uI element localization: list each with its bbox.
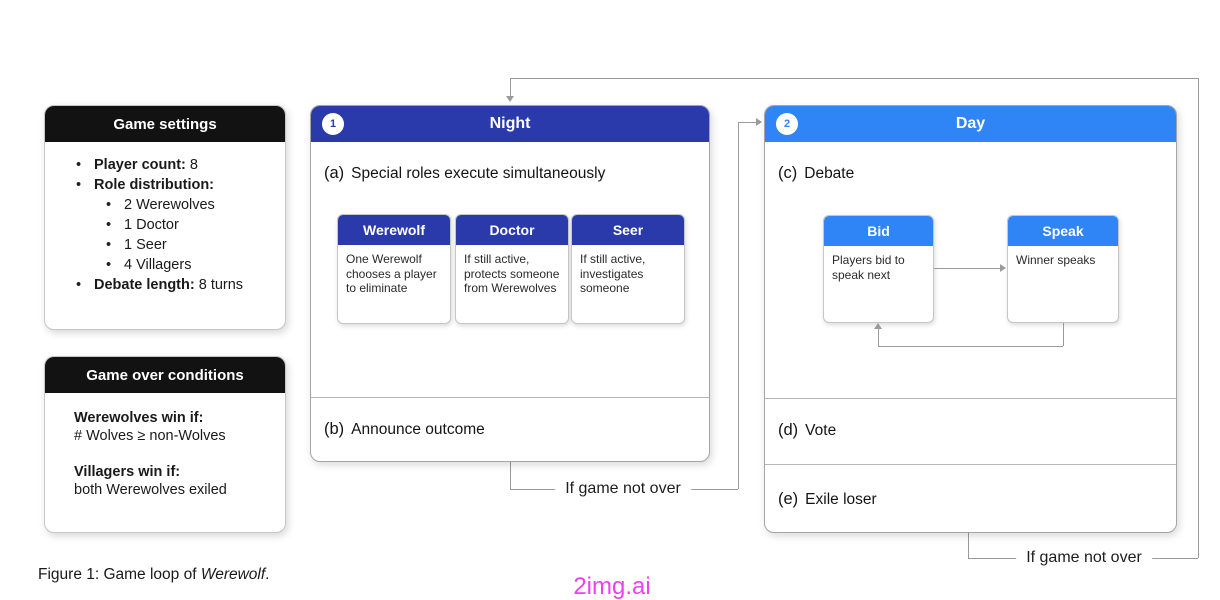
day-section-divider-1 xyxy=(765,398,1176,399)
night-panel: 1 Night (a)Special roles execute simulta… xyxy=(310,105,710,462)
step-e-label: (e)Exile loser xyxy=(778,490,877,508)
step-d-label: (d)Vote xyxy=(778,421,837,439)
doctor-card-title: Doctor xyxy=(456,215,568,245)
night-panel-title: Night xyxy=(489,115,531,132)
day-panel-header: 2 Day xyxy=(765,106,1176,142)
arrowhead-into-day xyxy=(756,118,762,126)
day-to-night-label: If game not over xyxy=(1016,549,1152,567)
list-item: •Debate length: 8 turns xyxy=(76,277,244,293)
connector-into-day-stub xyxy=(738,122,757,123)
game-over-conditions-box: Game over conditions Werewolves win if: … xyxy=(44,356,286,533)
seer-card: Seer If still active, investigates someo… xyxy=(571,214,685,324)
day-panel-title: Day xyxy=(955,115,986,132)
connector-night-to-day-riser xyxy=(738,122,739,489)
list-item: •Role distribution: xyxy=(76,177,215,193)
condition-group: Villagers win if: both Werewolves exiled xyxy=(74,464,227,498)
speak-card-desc: Winner speaks xyxy=(1016,253,1096,267)
werewolf-card-desc: One Werewolf chooses a player to elimina… xyxy=(346,252,437,295)
game-settings-title: Game settings xyxy=(45,106,285,142)
bullet-icon: • xyxy=(76,177,82,193)
game-over-conditions-body: Werewolves win if: # Wolves ≥ non-Wolves… xyxy=(45,393,285,499)
werewolf-card: Werewolf One Werewolf chooses a player t… xyxy=(337,214,451,324)
night-panel-header: 1 Night xyxy=(311,106,709,142)
game-settings-list: •Player count: 8 •Role distribution: •2 … xyxy=(45,142,285,295)
bid-card: Bid Players bid to speak next xyxy=(823,215,934,323)
connector-into-night-stub xyxy=(510,78,511,97)
arrowhead-bid-to-speak xyxy=(1000,264,1006,272)
connector-day-to-night-riser xyxy=(1198,78,1199,558)
day-panel: 2 Day (c)Debate Bid Players bid to speak… xyxy=(764,105,1177,533)
bullet-icon: • xyxy=(76,157,82,173)
bullet-icon: • xyxy=(76,277,82,293)
bid-card-title: Bid xyxy=(824,216,933,246)
step-2-badge: 2 xyxy=(776,113,798,135)
watermark: 2img.ai xyxy=(573,573,651,600)
game-settings-box: Game settings •Player count: 8 •Role dis… xyxy=(44,105,286,330)
step-a-label: (a)Special roles execute simultaneously xyxy=(324,164,606,182)
bid-to-speak-line xyxy=(934,268,1001,269)
bullet-icon: • xyxy=(106,257,112,273)
arrowhead-into-night xyxy=(506,96,514,102)
seer-card-title: Seer xyxy=(572,215,684,245)
step-c-label: (c)Debate xyxy=(778,164,855,182)
speak-loop-drop xyxy=(1063,323,1064,346)
step-b-label: (b)Announce outcome xyxy=(324,420,485,438)
list-item: •2 Werewolves xyxy=(106,197,215,213)
connector-day-to-night-top xyxy=(510,78,1198,79)
condition-group: Werewolves win if: # Wolves ≥ non-Wolves xyxy=(74,410,226,444)
connector-night-bottom-drop xyxy=(510,462,511,489)
arrowhead-speak-to-bid xyxy=(874,323,882,329)
seer-card-desc: If still active, investigates someone xyxy=(580,252,646,295)
bullet-icon: • xyxy=(106,197,112,213)
speak-card: Speak Winner speaks xyxy=(1007,215,1119,323)
bid-card-desc: Players bid to speak next xyxy=(832,253,905,282)
speak-loop-riser xyxy=(878,329,879,346)
game-over-conditions-title: Game over conditions xyxy=(45,357,285,393)
night-to-day-label: If game not over xyxy=(555,480,691,498)
figure-caption: Figure 1: Game loop of Werewolf. xyxy=(38,566,270,583)
bullet-icon: • xyxy=(106,217,112,233)
doctor-card-desc: If still active, protects someone from W… xyxy=(464,252,560,295)
list-item: •1 Doctor xyxy=(106,217,179,233)
speak-card-title: Speak xyxy=(1008,216,1118,246)
doctor-card: Doctor If still active, protects someone… xyxy=(455,214,569,324)
list-item: •4 Villagers xyxy=(106,257,192,273)
connector-day-bottom-drop xyxy=(968,533,969,558)
werewolf-card-title: Werewolf xyxy=(338,215,450,245)
list-item: •Player count: 8 xyxy=(76,157,198,173)
day-section-divider-2 xyxy=(765,464,1176,465)
list-item: •1 Seer xyxy=(106,237,167,253)
step-1-badge: 1 xyxy=(322,113,344,135)
bullet-icon: • xyxy=(106,237,112,253)
speak-loop-bottom xyxy=(878,346,1063,347)
night-section-divider xyxy=(311,397,709,398)
